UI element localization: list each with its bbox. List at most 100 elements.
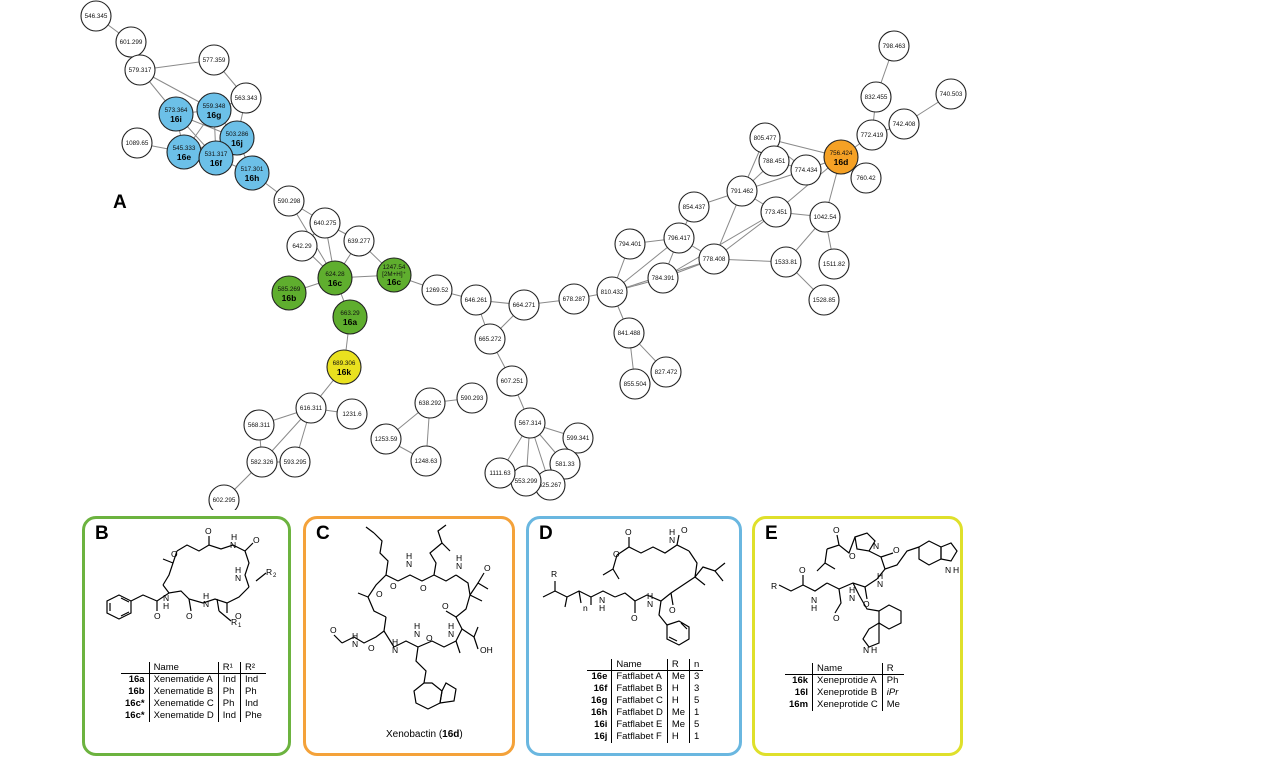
atom-label: N <box>235 573 241 583</box>
atom-label: H <box>392 637 398 647</box>
atom-label: O <box>171 549 178 559</box>
atom-label: H <box>448 621 454 631</box>
table-cell: Ph <box>218 698 241 710</box>
network-node: 760.42 <box>850 162 882 194</box>
atom-label: O <box>833 525 840 535</box>
node-circle <box>698 243 730 275</box>
atom-label: H <box>599 603 605 613</box>
atom-label: O <box>186 611 193 621</box>
network-node: 579.317 <box>124 54 156 86</box>
atom-label: O <box>669 605 676 615</box>
compound-id: 16b <box>121 686 150 698</box>
node-circle <box>456 382 488 414</box>
panel-a-letter: A <box>113 192 127 213</box>
network-node: 791.462 <box>726 175 758 207</box>
compound-id: 16l <box>785 687 814 699</box>
node-mass-label: 568.311 <box>248 422 271 429</box>
atom-label: N <box>647 599 653 609</box>
table-cell: Me <box>667 719 691 731</box>
network-node: 665.272 <box>474 323 506 355</box>
compound-id: 16j <box>587 731 613 743</box>
network-node: 563.343 <box>230 82 262 114</box>
node-circle <box>414 387 446 419</box>
atom-label: O <box>631 613 638 623</box>
atom-label: H <box>352 631 358 641</box>
node-mass-label: 1231.6 <box>342 411 362 418</box>
atom-label: 2 <box>273 573 277 579</box>
node-adduct-label: [2M+H]⁺ <box>382 271 406 278</box>
atom-label: H <box>871 645 877 655</box>
table-cell: H <box>667 731 691 743</box>
node-circle <box>410 445 442 477</box>
node-mass-label: 810.432 <box>601 289 624 296</box>
table-cell: Ph <box>244 686 257 697</box>
node-circle <box>823 139 859 175</box>
table-header <box>587 659 613 671</box>
compound-id: 16e <box>587 670 613 683</box>
compound-id: 16i <box>587 719 613 731</box>
table-header: Name <box>149 662 219 674</box>
node-mass-label: 772.419 <box>861 132 884 139</box>
molecular-network: 546.345601.299579.317577.359573.36416i55… <box>80 0 967 510</box>
node-mass-label: 579.317 <box>129 67 152 74</box>
compound-name: Xeneprotide A <box>812 674 883 687</box>
atom-label: O <box>205 526 212 536</box>
panel-d: D O O N H O R n <box>526 516 742 756</box>
table-cell: Ph <box>886 675 899 686</box>
node-mass-label: 642.29 <box>292 243 312 250</box>
atom-label: O <box>863 599 870 609</box>
atom-label: H <box>877 571 883 581</box>
node-mass-label: 1511.82 <box>823 261 846 268</box>
node-mass-label: 678.287 <box>563 296 586 303</box>
node-mass-label: 563.343 <box>235 95 258 102</box>
node-compound-label: 16c <box>328 278 342 288</box>
node-mass-label: 773.451 <box>765 209 788 216</box>
table-header: Name <box>812 663 883 675</box>
table-cell: 5 <box>694 719 700 730</box>
atom-label: H <box>953 565 959 575</box>
node-mass-label: 798.463 <box>883 43 906 50</box>
table-cell: 3 <box>694 671 700 682</box>
atom-label: O <box>390 581 397 591</box>
table-header: R¹ <box>218 662 241 674</box>
compound-id: 16a <box>121 673 150 686</box>
fatflabet-structure: O O N H O R n N H O N H O <box>542 525 726 646</box>
panel-e: E O O N O N H N H R O <box>752 516 963 756</box>
table-row: 16j Fatflabet F H 1 <box>587 731 703 743</box>
network-node: 1253.59 <box>370 423 402 455</box>
network-node: 638.292 <box>414 387 446 419</box>
node-mass-label: 742.408 <box>893 121 916 128</box>
table-cell: Ph <box>218 686 241 698</box>
compound-id: 16c* <box>121 710 150 722</box>
node-mass-label: 601.299 <box>120 39 143 46</box>
network-node: 784.391 <box>647 262 679 294</box>
xenobactin-caption: Xenobactin (16d) <box>386 729 463 740</box>
node-circle <box>234 155 270 191</box>
node-circle <box>343 225 375 257</box>
table-cell: Ind <box>218 710 241 722</box>
node-mass-label: 624.28 <box>325 271 345 278</box>
node-circle <box>243 409 275 441</box>
atom-label: N <box>849 593 855 603</box>
node-mass-label: 559.348 <box>203 103 226 110</box>
node-mass-label: 1533.81 <box>775 259 798 266</box>
compound-name: Xeneprotide B <box>812 687 883 699</box>
atom-label: N <box>599 595 605 605</box>
node-circle <box>790 154 822 186</box>
node-circle <box>158 96 194 132</box>
node-mass-label: 1111.63 <box>489 470 511 477</box>
node-mass-label: 1269.52 <box>426 287 449 294</box>
atom-label: H <box>231 532 237 542</box>
node-circle <box>196 92 232 128</box>
node-mass-label: 827.472 <box>655 369 678 376</box>
node-mass-label: 531.317 <box>205 151 228 158</box>
atom-label: O <box>613 549 620 559</box>
table-header: Name <box>611 659 668 671</box>
node-mass-label: 664.271 <box>513 302 536 309</box>
panel-d-letter: D <box>539 523 553 544</box>
network-node: 602.295 <box>208 484 240 510</box>
caption-compound-id: 16d <box>442 729 460 740</box>
